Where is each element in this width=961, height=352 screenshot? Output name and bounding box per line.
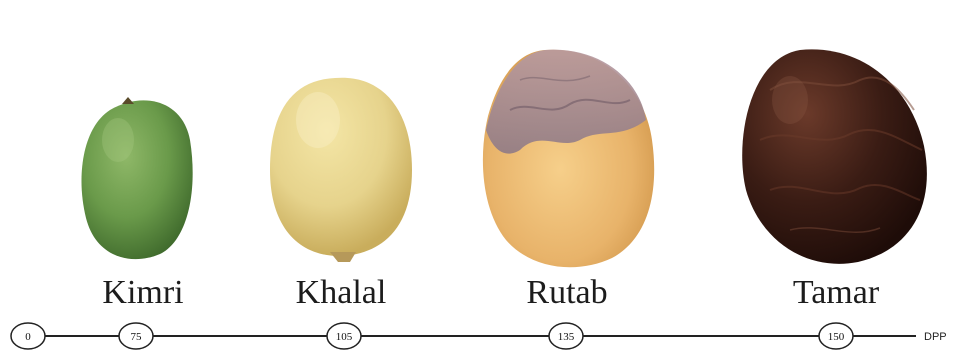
svg-text:150: 150	[828, 331, 845, 343]
timeline-marker-135: 135	[549, 323, 583, 349]
svg-text:75: 75	[131, 331, 143, 343]
khalal-fruit	[270, 78, 412, 262]
ripening-timeline: 0 75 105 135 150 DPP	[0, 316, 961, 352]
svg-text:135: 135	[558, 331, 575, 343]
timeline-marker-105: 105	[327, 323, 361, 349]
stage-label-tamar: Tamar	[793, 274, 879, 312]
kimri-fruit	[81, 97, 192, 259]
svg-text:105: 105	[336, 331, 353, 343]
stage-label-khalal: Khalal	[296, 274, 387, 312]
stage-label-kimri: Kimri	[102, 274, 183, 312]
stage-label-rutab: Rutab	[526, 274, 607, 312]
timeline-unit-label: DPP	[924, 331, 947, 343]
tamar-fruit	[742, 49, 927, 263]
timeline-marker-0: 0	[11, 323, 45, 349]
rutab-fruit	[483, 50, 654, 268]
timeline-marker-150: 150	[819, 323, 853, 349]
svg-text:0: 0	[25, 331, 31, 343]
timeline-marker-75: 75	[119, 323, 153, 349]
